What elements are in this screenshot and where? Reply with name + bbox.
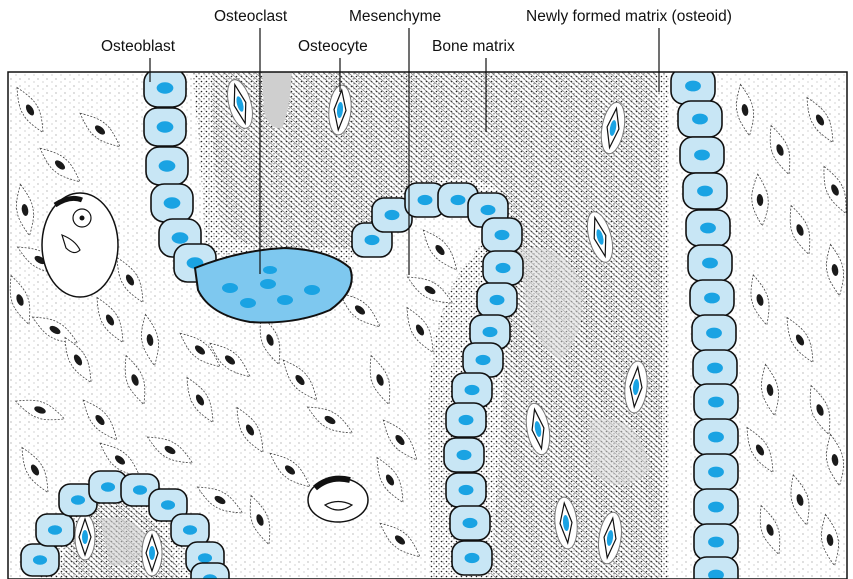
osteoblast-cell <box>450 506 490 540</box>
blood-vessel <box>42 193 118 297</box>
osteoblast-cell <box>444 438 484 472</box>
osteoblast-cell <box>452 541 492 575</box>
osteoblast-cell <box>694 419 738 455</box>
osteoblast-cell <box>477 283 517 317</box>
osteoblast-cell <box>688 245 732 281</box>
osteocyte <box>75 514 95 560</box>
osteoblast-cell <box>671 68 715 104</box>
osteoblast-cell <box>483 251 523 285</box>
osteoblast-cell <box>452 373 492 407</box>
osteoblast-cell <box>694 489 738 525</box>
osteoblast-cell <box>694 454 738 490</box>
osteoblast-cell <box>690 280 734 316</box>
osteoclast <box>195 248 352 323</box>
osteoblast-cell <box>191 563 229 579</box>
osteoblast-cell <box>693 350 737 386</box>
osteoblast-cell <box>678 101 722 137</box>
osteoblast-cell <box>446 403 486 437</box>
osteoblast-cell <box>36 514 74 546</box>
osteoblast-cell <box>683 173 727 209</box>
osteoblast-cell <box>21 544 59 576</box>
blood-vessel <box>308 478 368 522</box>
osteoblast-cell <box>694 384 738 420</box>
osteoblast-cell <box>146 147 188 185</box>
osteoblast-cell <box>694 557 738 579</box>
osteoblast-cell <box>151 184 193 222</box>
osteoblast-cell <box>692 315 736 351</box>
osteocyte <box>142 530 162 576</box>
osteoblast-cell <box>446 473 486 507</box>
osteoblast-cell <box>694 524 738 560</box>
osteoblast-cell <box>680 137 724 173</box>
osteoblast-cell <box>463 343 503 377</box>
osteoblast-cell <box>144 108 186 146</box>
osteoblast-cell <box>482 218 522 252</box>
osteoblast-cell <box>686 210 730 246</box>
